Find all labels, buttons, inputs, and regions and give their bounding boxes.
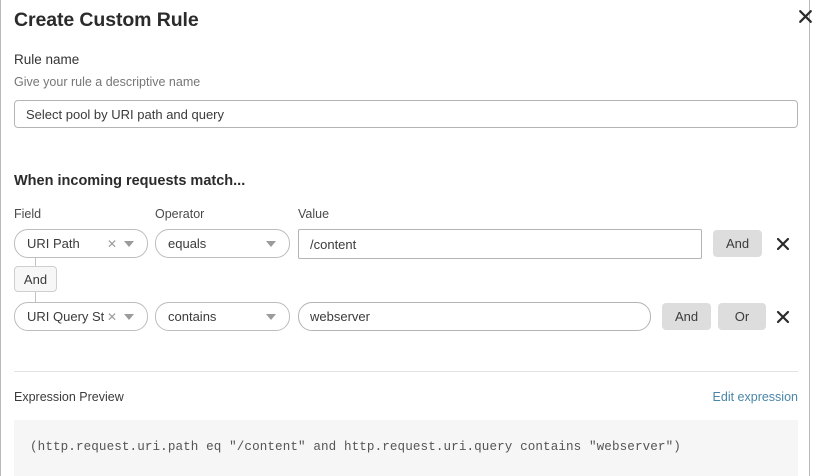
close-icon[interactable] bbox=[795, 6, 815, 26]
delete-icon[interactable] bbox=[774, 308, 792, 326]
chevron-down-icon[interactable] bbox=[120, 313, 147, 320]
chevron-down-icon[interactable] bbox=[262, 313, 289, 320]
dialog-title: Create Custom Rule bbox=[14, 9, 199, 31]
logic-or-button-2[interactable]: Or bbox=[718, 303, 766, 330]
chevron-down-icon[interactable] bbox=[262, 240, 289, 247]
value-input-1[interactable] bbox=[298, 229, 702, 259]
delete-icon-glyph bbox=[776, 237, 790, 251]
rule-name-label: Rule name bbox=[14, 52, 80, 67]
condition-row: URI Path ✕ equals And bbox=[0, 229, 820, 259]
operator-select-2[interactable]: contains bbox=[155, 302, 290, 331]
close-icon-glyph bbox=[798, 9, 812, 23]
match-section-heading: When incoming requests match... bbox=[14, 173, 246, 189]
field-select-2-value: URI Query St... bbox=[27, 309, 104, 324]
field-select-2[interactable]: URI Query St... ✕ bbox=[14, 302, 148, 331]
clear-icon[interactable]: ✕ bbox=[106, 236, 117, 251]
dialog-left-border bbox=[0, 0, 1, 476]
value-input-2[interactable] bbox=[298, 302, 651, 331]
operator-select-1[interactable]: equals bbox=[155, 229, 290, 258]
logic-and-button-1[interactable]: And bbox=[713, 230, 763, 257]
clear-icon[interactable]: ✕ bbox=[106, 309, 117, 324]
delete-icon[interactable] bbox=[774, 235, 792, 253]
expression-preview-code: (http.request.uri.path eq "/content" and… bbox=[30, 440, 681, 454]
connector-line-bottom bbox=[35, 292, 36, 302]
group-connector-and-badge[interactable]: And bbox=[14, 266, 57, 292]
dialog-right-border bbox=[809, 0, 810, 476]
column-header-field: Field bbox=[14, 207, 42, 221]
connector-line-top bbox=[35, 258, 36, 266]
field-select-1-value: URI Path bbox=[27, 236, 80, 251]
rule-name-input[interactable] bbox=[14, 100, 798, 128]
edit-expression-link[interactable]: Edit expression bbox=[712, 390, 798, 404]
condition-row: URI Query St... ✕ contains And Or bbox=[0, 302, 820, 332]
column-header-value: Value bbox=[298, 207, 330, 221]
expression-preview-label: Expression Preview bbox=[14, 390, 124, 404]
operator-select-1-value: equals bbox=[168, 236, 207, 251]
field-select-1[interactable]: URI Path ✕ bbox=[14, 229, 148, 258]
chevron-down-icon[interactable] bbox=[120, 240, 147, 247]
rule-name-help-text: Give your rule a descriptive name bbox=[14, 75, 201, 89]
logic-and-button-2[interactable]: And bbox=[662, 303, 712, 330]
operator-select-2-value: contains bbox=[168, 309, 217, 324]
column-header-operator: Operator bbox=[155, 207, 205, 221]
expression-preview-code-box: (http.request.uri.path eq "/content" and… bbox=[14, 420, 798, 476]
delete-icon-glyph bbox=[776, 310, 790, 324]
section-divider bbox=[14, 371, 798, 372]
